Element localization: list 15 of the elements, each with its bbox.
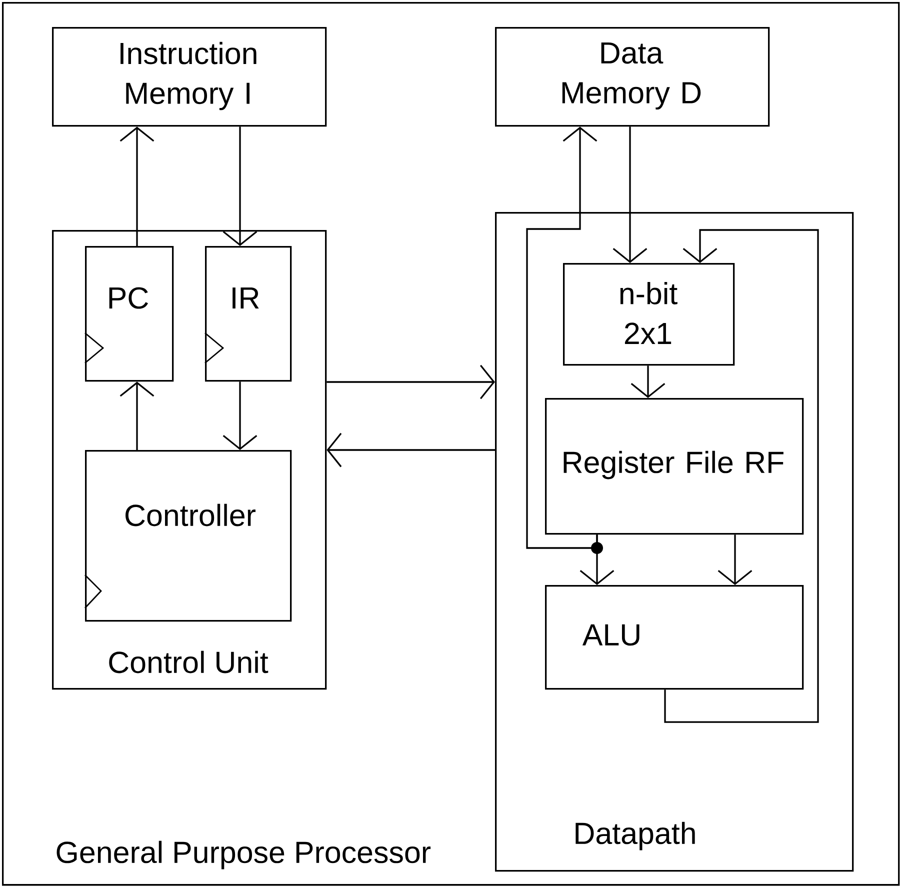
connector-arrow [326,364,495,400]
controller-box: Controller [84,450,292,622]
alu-box: ALU [545,585,804,690]
connector-arrow [526,126,598,549]
connector-arrow [612,126,648,263]
multiplexer-box: n-bit 2x1 [563,263,735,366]
register-file-box: Register File RF [545,398,804,535]
connector-arrow [222,126,258,246]
connector-arrow [326,432,495,468]
memory-box: Data Memory D [495,27,770,127]
register-box: PC [84,246,174,382]
memory-box: Instruction Memory I [52,27,327,127]
register-box: IR [204,246,292,382]
connector-arrow [120,126,154,246]
connector-arrow [664,229,819,723]
